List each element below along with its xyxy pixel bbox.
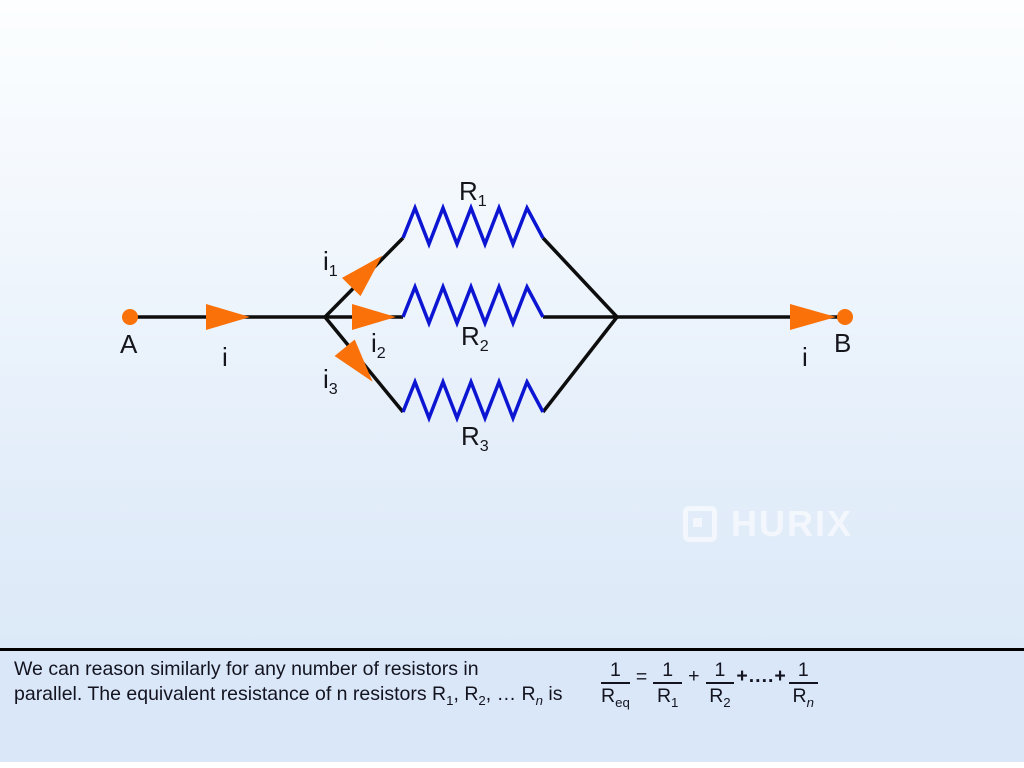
ellipsis-plus: +....+ [736,664,787,687]
equals-sign: = [635,665,648,688]
resistor-r3-zigzag [401,377,545,423]
node-b-label: B [834,330,851,356]
fraction-one-over-rn: 1 Rn [788,659,818,709]
current-i2-arrow-icon [352,304,396,330]
fraction-one-over-req: 1 Req [601,658,630,710]
current-i1-arrow-icon [341,255,383,297]
resistor-r1-zigzag [401,203,545,249]
node-a-label: A [120,331,137,357]
branch-bottom-right-wire [541,315,619,414]
caption-text: We can reason similarly for any number o… [14,657,563,707]
circuit-diagram [122,203,853,423]
resistor-r3-label: R3 [461,421,489,456]
current-i-out-text: i [802,342,808,372]
current-i-out-arrow-icon [790,304,836,330]
parallel-resistance-formula: 1 Req = 1 R1 + 1 R2 +....+ 1 Rn [601,654,818,712]
watermark-logo-icon [683,506,717,542]
resistor-r2-label: R2 [461,321,489,356]
watermark-text: HURIX [731,503,854,544]
fraction-one-over-r1: 1 R1 [653,659,683,709]
branch-top-right-wire [541,236,619,319]
slide-background [0,0,1024,651]
node-a-dot [122,309,138,325]
resistor-r2-zigzag [401,282,545,328]
current-i-in-label: i [222,344,228,370]
current-i1-label: i1 [323,246,338,281]
node-a-text: A [120,329,138,359]
watermark: HURIX [683,506,853,542]
current-i-in-arrow-icon [206,304,250,330]
current-i2-label: i2 [371,328,386,363]
resistor-r1-label: R1 [459,176,487,211]
plus-sign: + [688,664,700,687]
caption-line2: parallel. The equivalent resistance of n… [14,683,563,708]
caption-line1: We can reason similarly for any number o… [14,658,479,680]
current-i-out-label: i [802,344,808,370]
current-i3-arrow-icon [334,339,373,382]
current-i3-label: i3 [323,364,338,399]
node-b-dot [837,309,853,325]
fraction-one-over-r2: 1 R2 [705,659,735,709]
caption-panel: We can reason similarly for any number o… [0,648,1024,762]
node-b-text: B [834,328,852,358]
current-i-in-text: i [222,342,228,372]
